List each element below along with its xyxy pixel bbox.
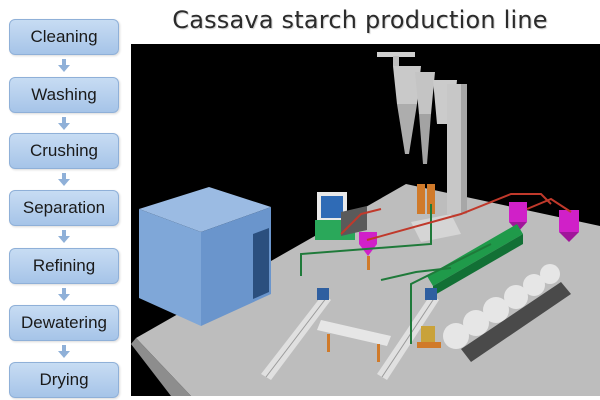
step-drying: Drying — [9, 362, 119, 398]
storage-building — [139, 187, 271, 326]
step-separation: Separation — [9, 190, 119, 226]
step-dewatering: Dewatering — [9, 305, 119, 341]
down-arrow-icon — [58, 345, 70, 358]
drying-tower — [377, 52, 467, 242]
page-title: Cassava starch production line — [172, 6, 548, 34]
belt-conveyor-left — [261, 288, 331, 380]
drum-machines — [443, 264, 571, 362]
step-washing: Washing — [9, 77, 119, 113]
step-crushing: Crushing — [9, 133, 119, 169]
plant-render — [131, 52, 600, 396]
plant-illustration — [131, 44, 600, 396]
separator-rack — [427, 224, 523, 296]
center-conveyor — [317, 320, 391, 362]
process-steps-list: Cleaning Washing Crushing Separation Ref… — [0, 0, 130, 400]
down-arrow-icon — [58, 288, 70, 301]
pump — [417, 326, 441, 348]
floor-edge — [131, 338, 191, 396]
down-arrow-icon — [58, 173, 70, 186]
down-arrow-icon — [58, 230, 70, 243]
belt-conveyor-right — [377, 288, 439, 380]
down-arrow-icon — [58, 59, 70, 72]
down-arrow-icon — [58, 117, 70, 130]
washing-machine — [315, 192, 367, 240]
step-refining: Refining — [9, 248, 119, 284]
step-cleaning: Cleaning — [9, 19, 119, 55]
magenta-tank-2 — [559, 210, 579, 242]
pipe-network — [300, 193, 572, 344]
